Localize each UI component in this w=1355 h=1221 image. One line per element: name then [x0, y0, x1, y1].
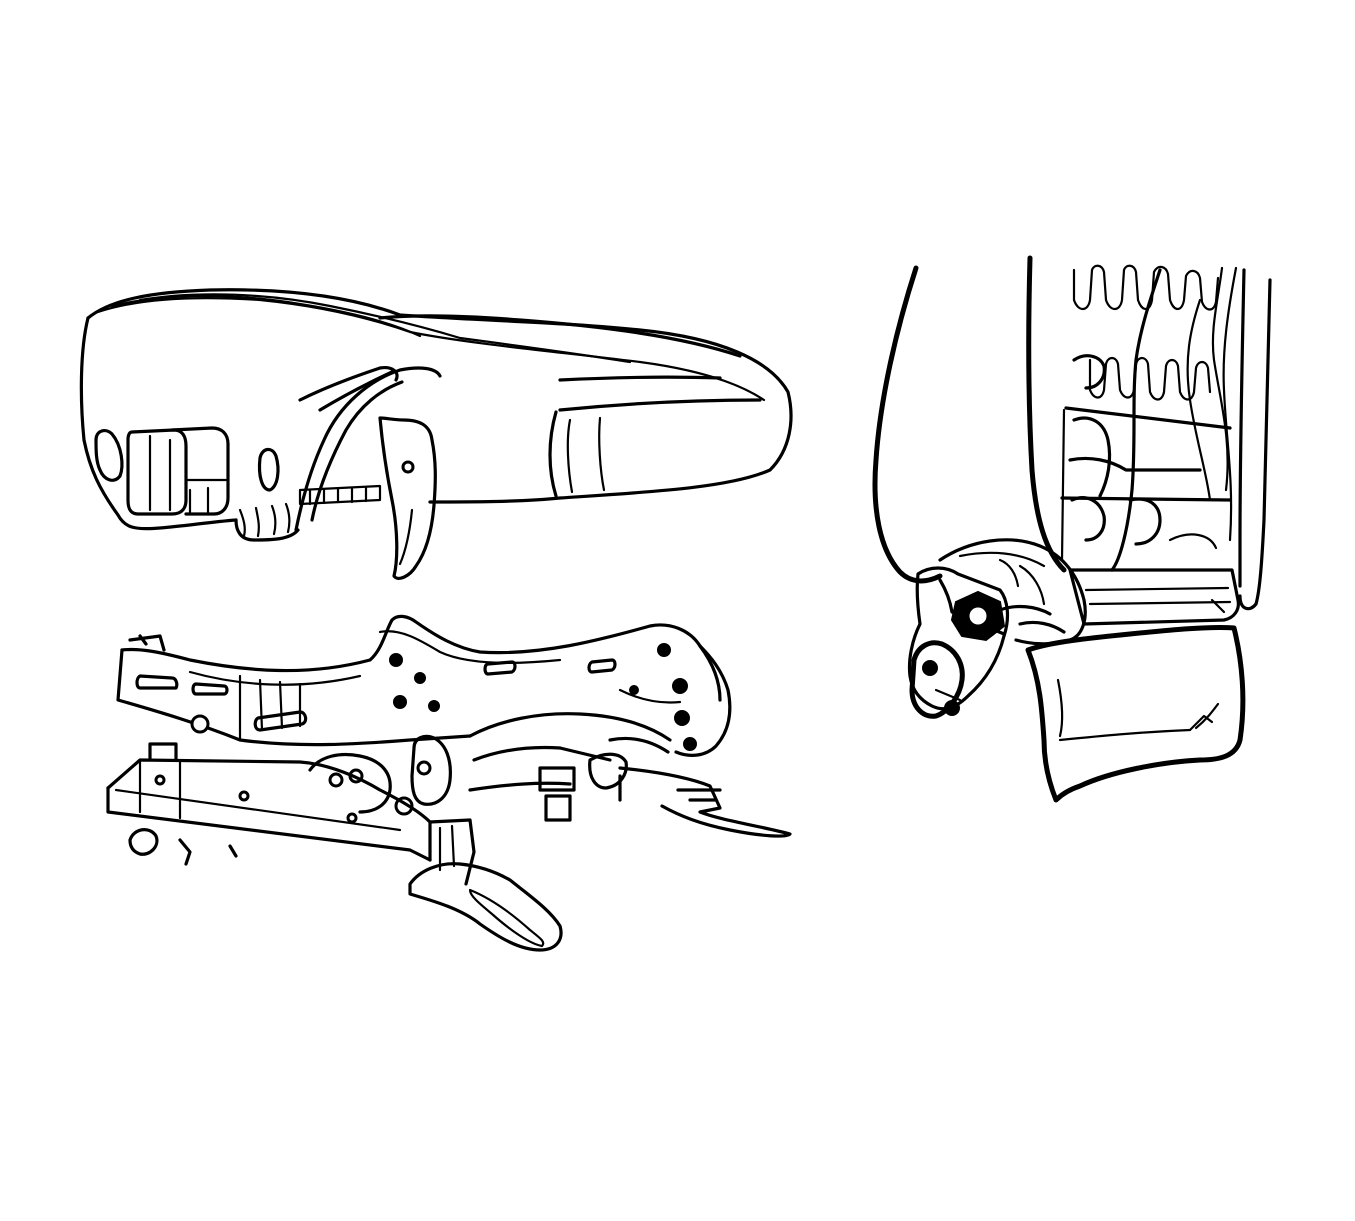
flap-hole	[401, 460, 415, 474]
bolt-7	[674, 710, 690, 726]
seat-adjuster-frame	[106, 614, 792, 952]
frame-hole-3	[416, 760, 432, 776]
bolt-3	[393, 695, 407, 709]
bolt-4	[428, 700, 440, 712]
link-pivot-1	[328, 772, 344, 788]
rail-hole-2	[238, 790, 250, 802]
seatback-recliner-detail	[872, 255, 1272, 803]
bracket-nut-1	[922, 660, 938, 676]
bolt-2	[414, 672, 426, 684]
bolt-5	[657, 643, 671, 657]
bracket-nut-2	[944, 700, 960, 716]
rail-hole-3	[346, 812, 358, 824]
bolt-8	[683, 737, 697, 751]
bolt-9	[629, 685, 639, 695]
rail-hole-1	[154, 774, 166, 786]
recliner-bolt-center	[966, 604, 990, 628]
frame-hole-1	[190, 714, 210, 734]
bolt-1	[389, 653, 403, 667]
seat-cushion	[79, 288, 793, 580]
bolt-6	[672, 678, 688, 694]
